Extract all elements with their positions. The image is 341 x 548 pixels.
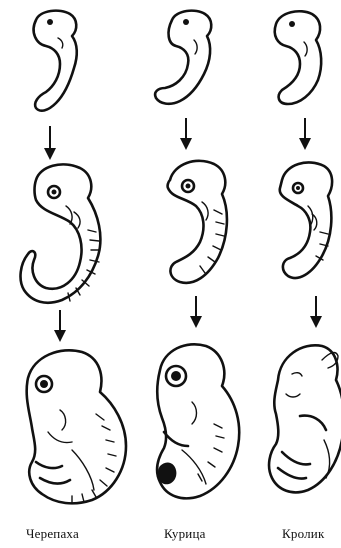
chicken-embryo-stage-2 — [168, 161, 227, 283]
chicken-embryo-stage-1 — [155, 11, 211, 104]
column-label-turtle: Черепаха — [26, 526, 79, 542]
column-label-chicken: Курица — [164, 526, 206, 542]
arrow-chicken-2 — [190, 296, 202, 328]
arrow-turtle-1 — [44, 126, 56, 160]
turtle-embryo-stage-3 — [27, 350, 126, 503]
chicken-embryo-stage-3 — [157, 344, 239, 498]
turtle-embryo-stage-1 — [34, 11, 77, 111]
arrow-rabbit-1 — [299, 118, 311, 150]
turtle-embryo-stage-2 — [21, 164, 101, 302]
arrow-chicken-1 — [180, 118, 192, 150]
arrow-rabbit-2 — [310, 296, 322, 328]
column-label-rabbit: Кролик — [282, 526, 324, 542]
rabbit-embryo-stage-2 — [280, 162, 332, 277]
rabbit-embryo-stage-1 — [275, 11, 321, 104]
arrow-turtle-2 — [54, 310, 66, 342]
rabbit-embryo-stage-3 — [269, 345, 341, 492]
